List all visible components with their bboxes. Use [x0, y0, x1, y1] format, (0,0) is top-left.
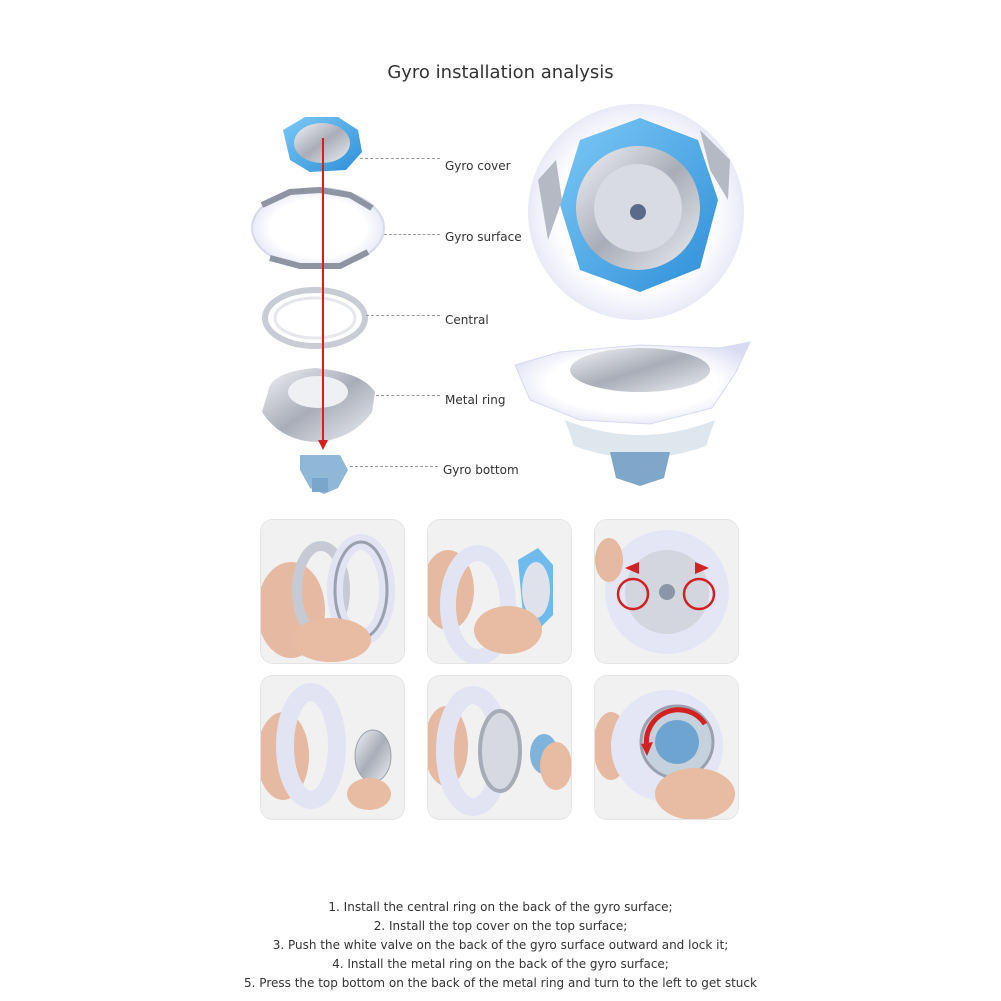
- gyro-surface-image: [251, 186, 385, 269]
- leader-gyro-cover: [360, 158, 440, 159]
- step-text-1: 1. Install the central ring on the back …: [328, 900, 673, 914]
- label-gyro-surface: Gyro surface: [445, 230, 522, 244]
- step-photo-2: [428, 520, 571, 663]
- step-photo-1: [261, 520, 404, 663]
- leader-gyro-bottom: [350, 466, 438, 467]
- assembled-side-view-image: [514, 341, 751, 486]
- label-gyro-cover: Gyro cover: [445, 159, 511, 173]
- step-text-4: 4. Install the metal ring on the back of…: [332, 957, 669, 971]
- step-photo-4: [261, 676, 404, 819]
- page-title: Gyro installation analysis: [387, 62, 614, 83]
- step-text-5: 5. Press the top bottom on the back of t…: [244, 976, 757, 990]
- exploded-diagram: [251, 104, 751, 494]
- step-text-2: 2. Install the top cover on the top surf…: [373, 919, 628, 933]
- metal-ring-image: [262, 368, 375, 442]
- step-text-3: 3. Push the white valve on the back of t…: [272, 938, 729, 952]
- gyro-bottom-image: [300, 455, 348, 494]
- label-metal-ring: Metal ring: [445, 393, 506, 407]
- central-ring-image: [262, 287, 368, 349]
- step-photo-3: [595, 520, 738, 663]
- label-central: Central: [445, 313, 489, 327]
- leader-gyro-surface: [384, 234, 440, 235]
- instruction-steps: 1. Install the central ring on the back …: [0, 898, 1001, 993]
- leader-metal-ring: [376, 395, 440, 396]
- label-gyro-bottom: Gyro bottom: [443, 463, 519, 477]
- step-photo-6: [595, 676, 738, 819]
- assembled-top-view-image: [528, 104, 744, 320]
- step-photo-5: [428, 676, 571, 819]
- leader-central: [366, 315, 440, 316]
